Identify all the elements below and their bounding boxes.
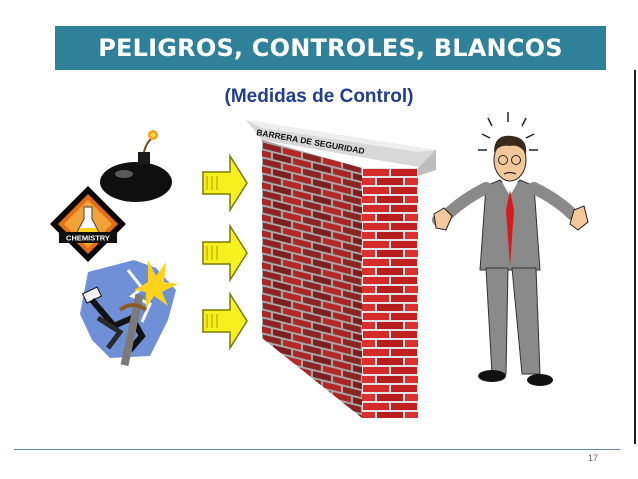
page-number: 17 [588,453,599,463]
footer-divider [14,449,620,450]
slide-edge-shadow [634,70,636,444]
worried-man-icon [432,112,589,386]
title-bar: PELIGROS, CONTROLES, BLANCOS [55,26,606,70]
slide-title: PELIGROS, CONTROLES, BLANCOS [98,34,563,62]
arrow-icon-middle [202,223,248,283]
electrocution-icon [80,260,178,367]
slide-subtitle: (Medidas de Control) [224,86,414,107]
brick-wall: BARRERA DE SEGURIDAD [246,120,436,418]
arrow-icon-bottom [202,291,248,351]
chemistry-label: CHEMISTRY [66,234,110,243]
bomb-icon [100,130,172,202]
chemistry-hazard-icon: CHEMISTRY [50,186,126,262]
arrow-icon-top [202,153,248,213]
